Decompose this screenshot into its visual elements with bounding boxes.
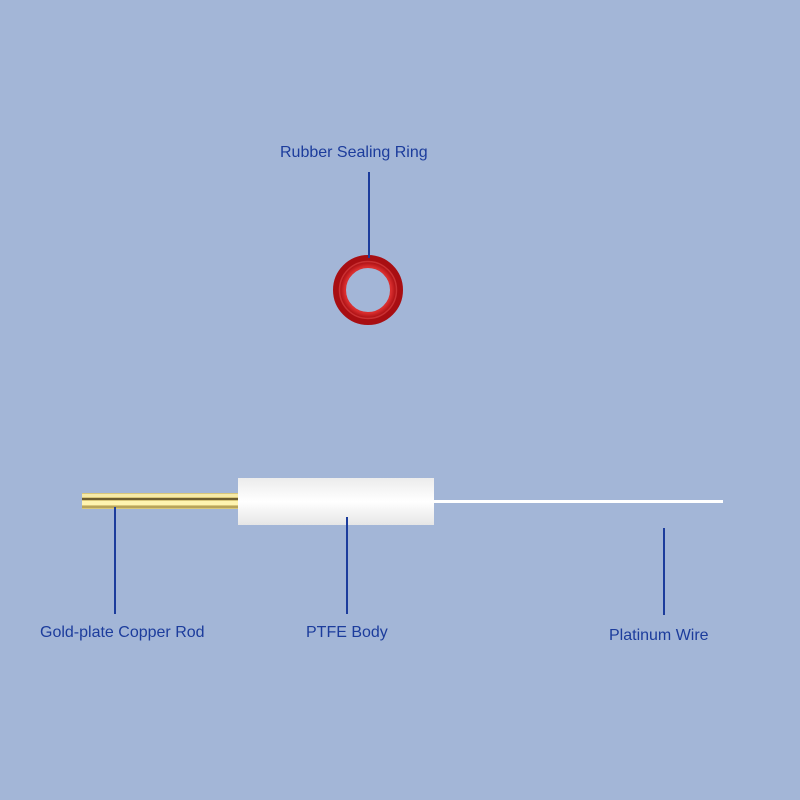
rod-leader-line — [114, 507, 116, 614]
body-leader-line — [346, 517, 348, 614]
rubber-sealing-ring — [333, 255, 403, 325]
body-label: PTFE Body — [306, 624, 388, 641]
platinum-wire — [434, 500, 723, 503]
ptfe-body — [238, 478, 434, 525]
rod-label: Gold-plate Copper Rod — [40, 624, 205, 641]
wire-label: Platinum Wire — [609, 627, 709, 644]
wire-leader-line — [663, 528, 665, 615]
ring-label: Rubber Sealing Ring — [280, 144, 428, 161]
gold-plate-copper-rod — [82, 493, 239, 509]
ring-leader-line — [368, 172, 370, 258]
